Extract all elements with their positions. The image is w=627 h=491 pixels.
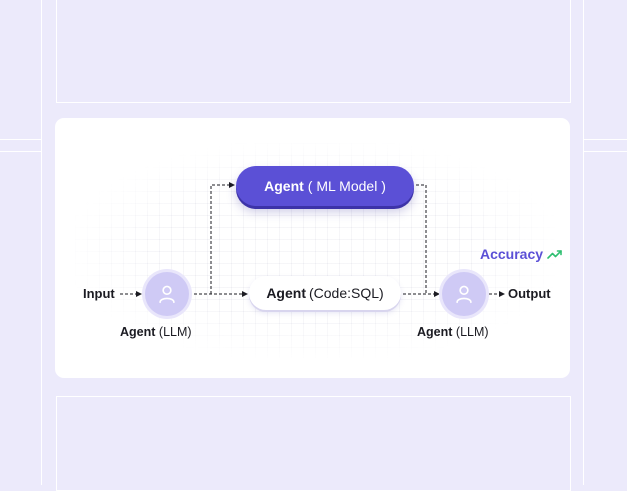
left-agent-name: Agent	[120, 325, 156, 339]
right-agent-name: Agent	[417, 325, 453, 339]
right-agent-type: (LLM)	[455, 325, 489, 339]
left-agent-avatar	[145, 272, 189, 316]
user-icon	[456, 285, 472, 304]
sql-agent-type: (Code:SQL)	[308, 285, 384, 301]
agent-to-ml-arrow	[210, 182, 235, 294]
bg-line-right-h1	[583, 139, 627, 140]
diagram-card: Input Output Agent (LLM) Agent ( ML Mode…	[55, 118, 570, 378]
ml-agent-type: ( ML Model )	[307, 178, 386, 194]
accuracy-label: Accuracy	[480, 246, 544, 262]
ml-agent-name: Agent	[264, 178, 304, 194]
left-agent-type: (LLM)	[158, 325, 192, 339]
ml-agent-node: Agent ( ML Model )	[236, 166, 414, 206]
user-icon	[159, 285, 175, 304]
sql-agent-name: Agent	[266, 285, 306, 301]
accuracy-metric: Accuracy	[480, 246, 563, 262]
bg-line-left-h2	[0, 151, 42, 152]
trending-up-icon	[547, 250, 562, 259]
output-label: Output	[508, 286, 551, 301]
bg-line-right-vertical	[583, 0, 584, 485]
ml-to-agent-line	[416, 184, 427, 294]
bg-line-right-h2	[583, 151, 627, 152]
right-agent-caption: Agent (LLM)	[417, 325, 489, 339]
top-panel	[56, 0, 571, 103]
bg-line-left-h1	[0, 139, 42, 140]
right-agent-avatar	[442, 272, 486, 316]
left-agent-caption: Agent (LLM)	[120, 325, 192, 339]
bg-line-left-vertical	[41, 0, 42, 485]
sql-agent-node: Agent (Code:SQL)	[249, 276, 401, 310]
connector-lines	[120, 182, 505, 297]
bottom-panel	[56, 396, 571, 491]
input-label: Input	[83, 286, 115, 301]
